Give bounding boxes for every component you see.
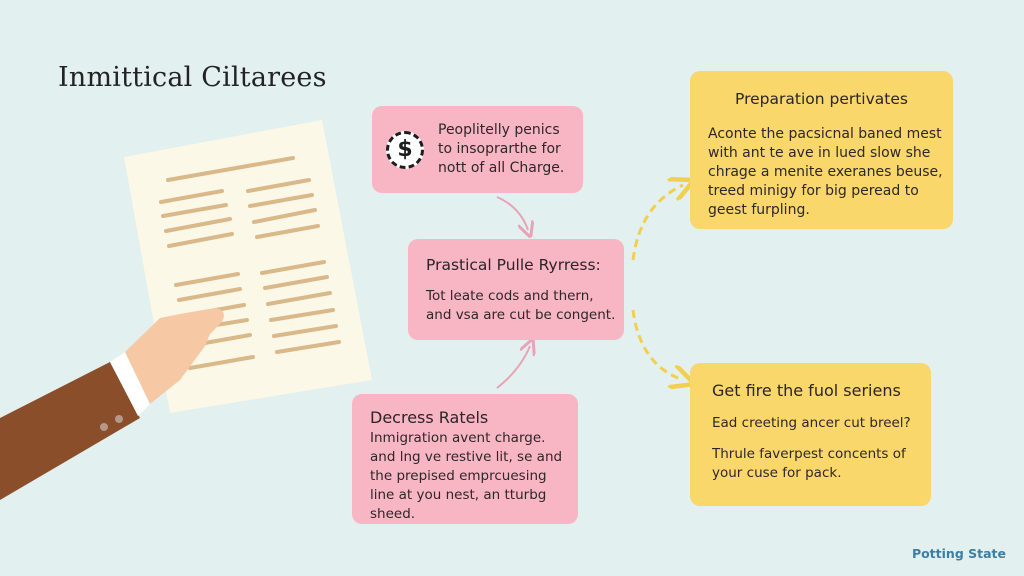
info-box-center: Prastical Pulle Ryrress: Tot leate cods … [408, 239, 624, 340]
box-heading: Preparation pertivates [735, 90, 908, 108]
info-box-top-left: $ Peoplitelly penics to insoprarthe for … [372, 106, 583, 193]
info-box-bottom-left: Decress Ratels Inmigration avent charge.… [352, 394, 578, 524]
footer-label: Potting State [911, 546, 1006, 561]
arrow-bottom-to-center [496, 346, 530, 389]
info-box-bottom-right: Get fire the fuol seriens Ead creeting a… [690, 363, 931, 506]
hand-icon [0, 308, 224, 500]
box-heading: Prastical Pulle Ryrress: [426, 256, 601, 274]
page-title: Inmittical Ciltarees [58, 62, 327, 93]
box-text-1: Ead creeting ancer cut breel? [712, 415, 911, 431]
arrow-center-to-top-right [631, 185, 683, 261]
arrow-top-to-center [496, 196, 528, 230]
dollar-coin-icon: $ [386, 130, 424, 169]
arrow-center-to-bottom-right [631, 309, 683, 380]
box-heading: Decress Ratels [370, 408, 489, 427]
box-heading: Get fire the fuol seriens [712, 381, 901, 400]
box-text: Aconte the pacsicnal baned mest with ant… [708, 126, 943, 218]
box-text: Tot leate cods and thern, and vsa are cu… [426, 288, 616, 323]
box-text-2: Thrule faverpest concents of your cuse f… [712, 446, 906, 481]
box-text: Inmigration avent charge. and lng ve res… [370, 430, 563, 522]
info-box-top-right: Preparation pertivates Aconte the pacsic… [690, 71, 953, 229]
box-text: Peoplitelly penics to insoprarthe for no… [438, 122, 565, 176]
